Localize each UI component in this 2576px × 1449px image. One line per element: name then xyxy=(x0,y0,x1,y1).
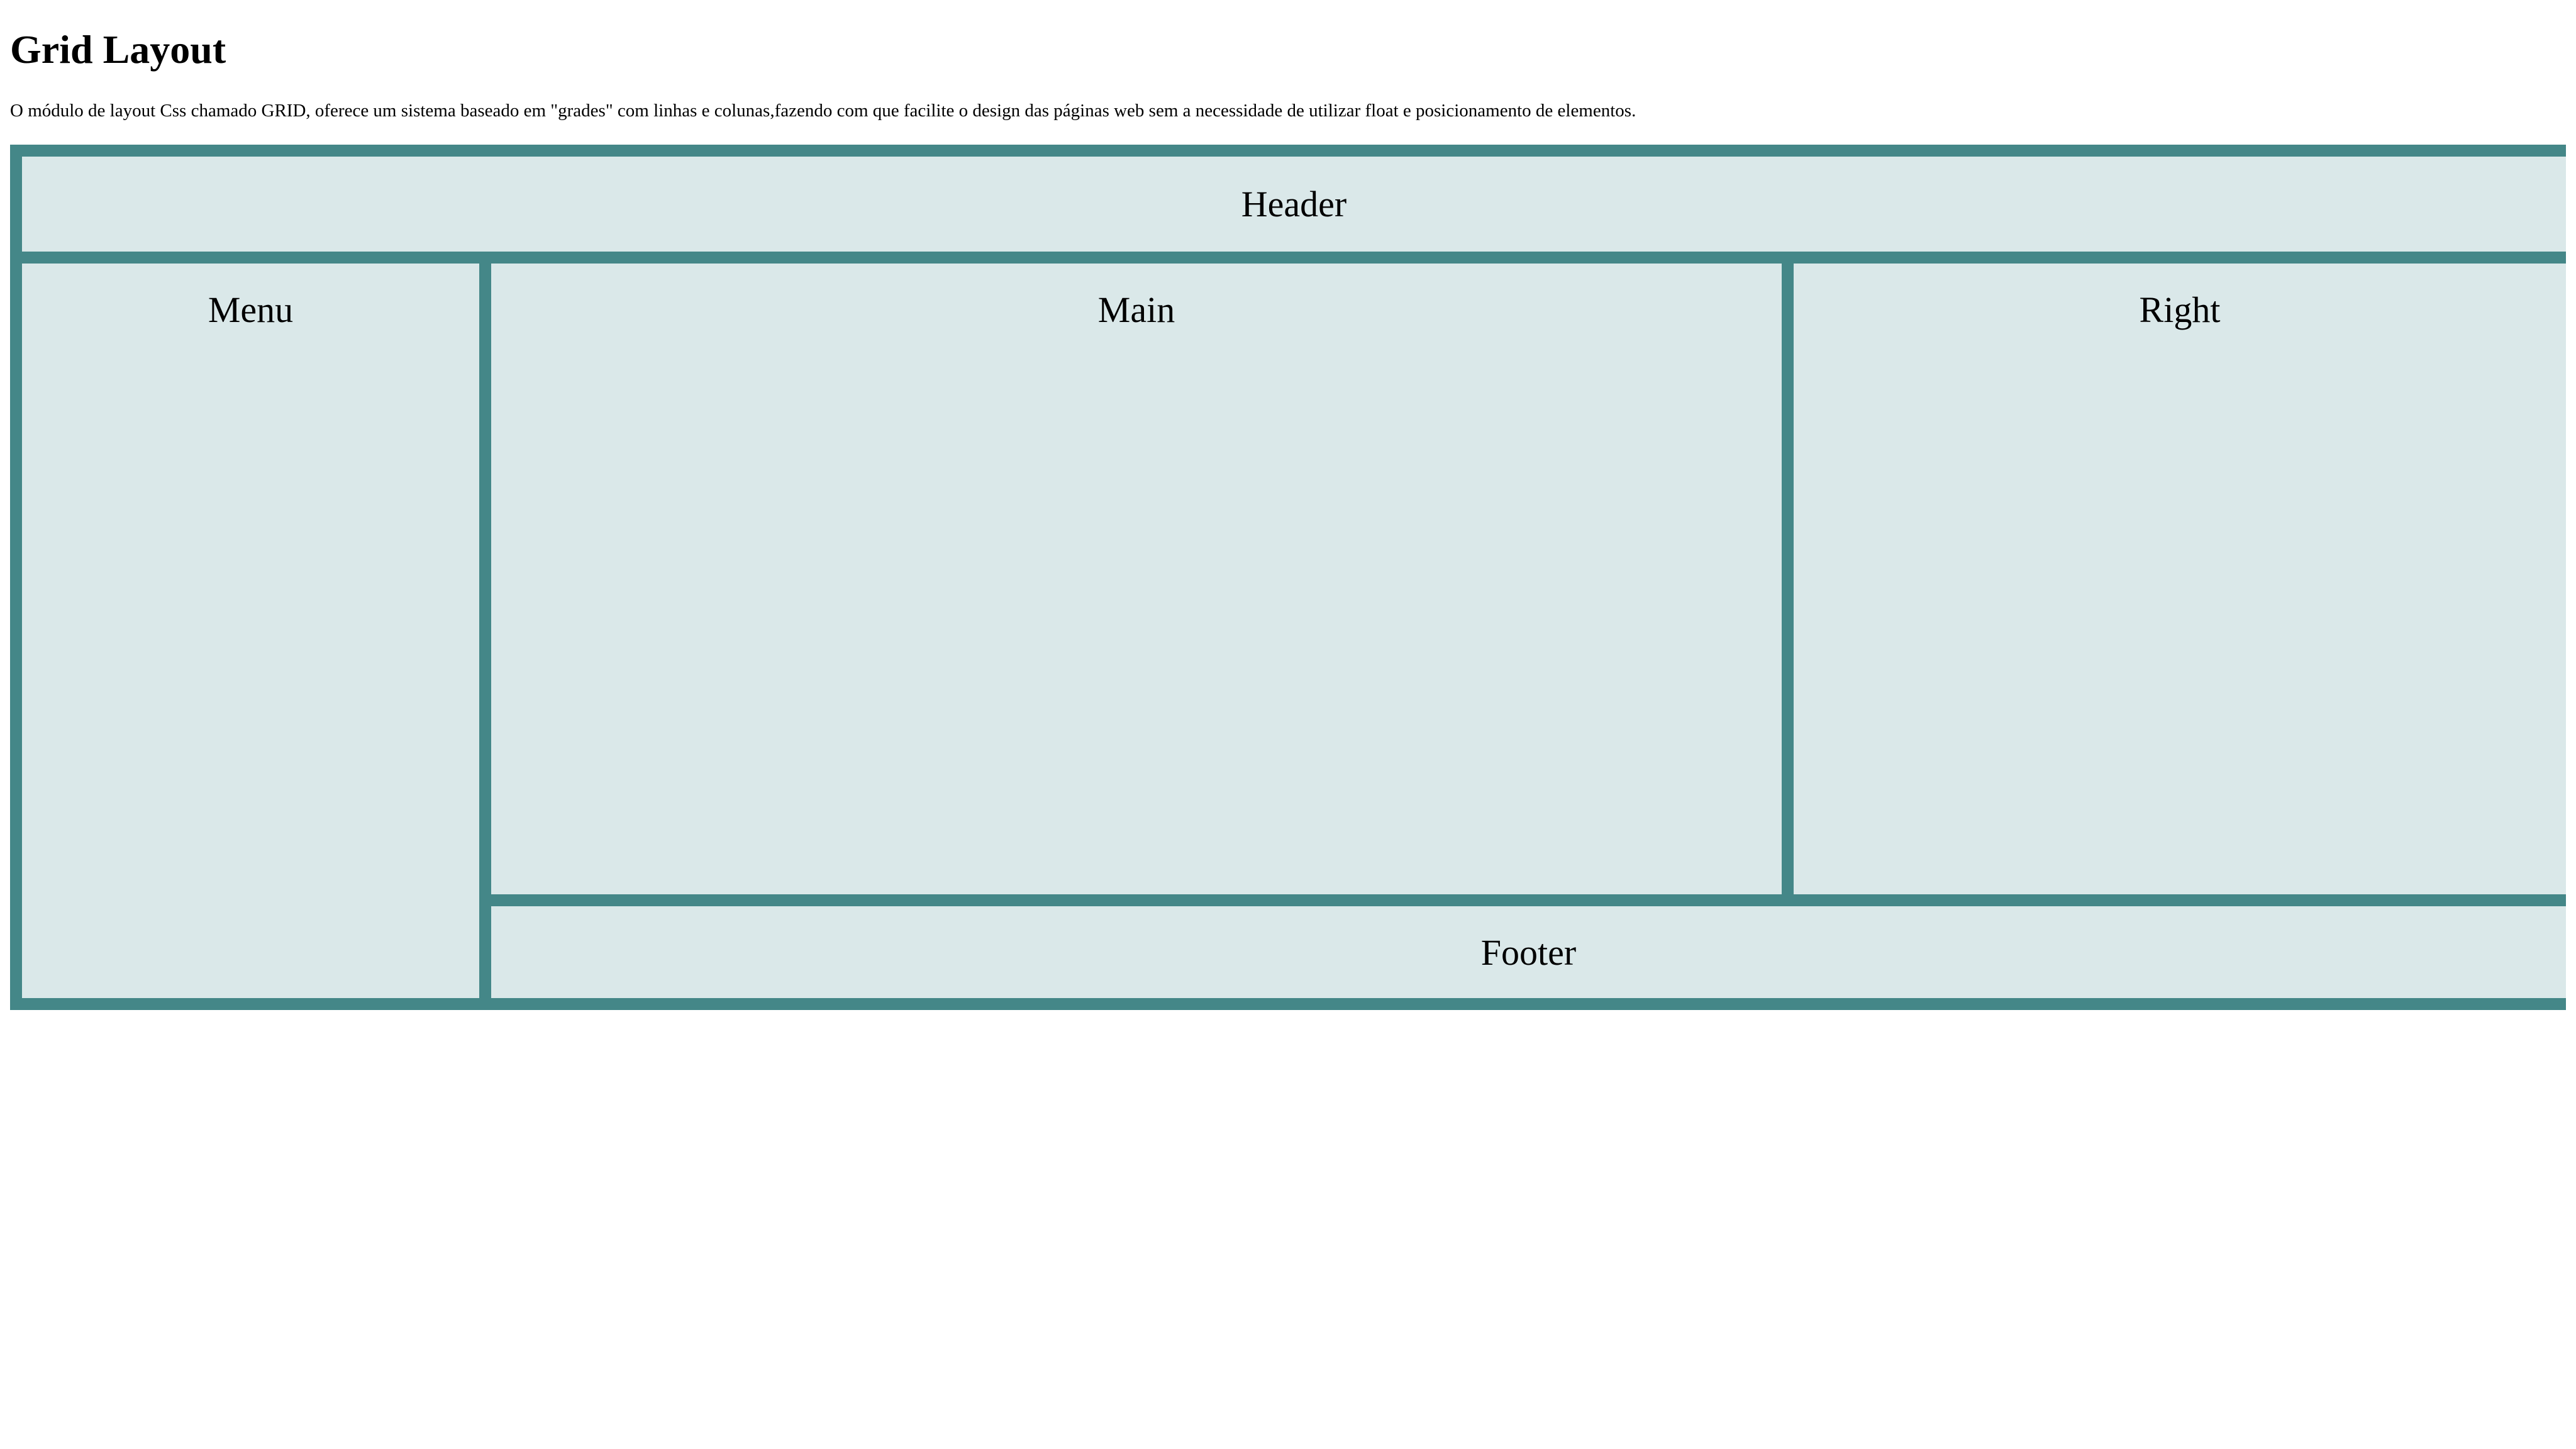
page: Grid Layout O módulo de layout Css chama… xyxy=(10,0,2566,1010)
grid-right: Right xyxy=(1794,264,2566,894)
page-description: O módulo de layout Css chamado GRID, ofe… xyxy=(10,101,1636,121)
page-title: Grid Layout xyxy=(10,27,226,72)
grid-menu: Menu xyxy=(22,264,479,998)
grid-footer: Footer xyxy=(491,906,2566,998)
grid-header: Header xyxy=(22,157,2566,252)
grid-main: Main xyxy=(491,264,1782,894)
grid-container: Header Menu Main Right Footer xyxy=(10,145,2566,1010)
